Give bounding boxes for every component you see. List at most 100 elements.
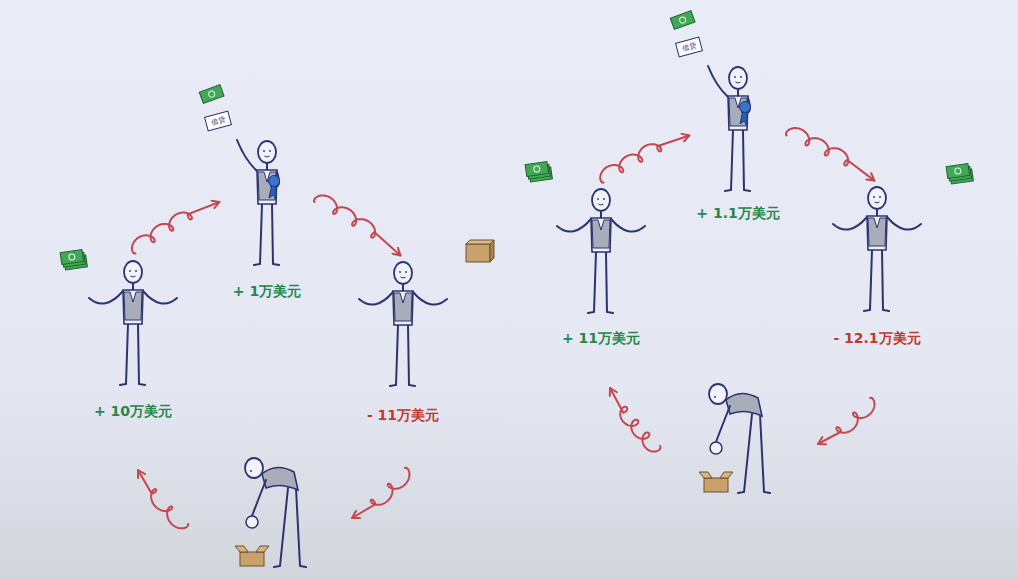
curly-arrow <box>138 470 188 528</box>
head <box>124 261 142 283</box>
head <box>394 262 412 284</box>
bill-mark <box>68 254 75 261</box>
arm <box>237 140 257 171</box>
torso <box>867 216 887 250</box>
stick-figure <box>89 261 177 385</box>
vest <box>868 218 886 246</box>
leg <box>138 324 145 385</box>
leg <box>864 250 872 311</box>
curly-arrow <box>600 135 689 182</box>
figure-node: + 1.1万美元 <box>692 62 784 222</box>
torso <box>393 291 413 325</box>
loan-paper <box>676 37 703 57</box>
mouth <box>736 82 741 83</box>
bending-figure <box>709 384 770 493</box>
neck <box>600 211 602 218</box>
torso <box>262 467 298 490</box>
eye <box>250 470 252 472</box>
figure-node: + 11万美元 <box>552 184 650 347</box>
box-side <box>490 240 494 262</box>
head <box>592 189 610 211</box>
bill <box>670 11 695 30</box>
vest <box>592 220 610 248</box>
stick-figure <box>833 187 921 311</box>
leg <box>120 324 128 385</box>
leg <box>606 252 613 313</box>
box-front <box>466 244 490 262</box>
money-stack <box>670 11 695 30</box>
curly-arrow <box>610 388 660 452</box>
box-body <box>704 478 728 492</box>
leg <box>738 414 752 493</box>
eye <box>873 196 875 198</box>
head <box>729 67 747 89</box>
amount-label: + 1万美元 <box>222 282 312 300</box>
eye <box>740 76 742 78</box>
arm <box>359 292 393 305</box>
eye <box>399 271 401 273</box>
curly-arrow <box>132 202 219 254</box>
curly-arrow <box>786 128 874 181</box>
money-stack <box>60 249 87 270</box>
stick-figure <box>359 262 447 386</box>
arm <box>413 292 447 305</box>
amount-label: + 11万美元 <box>552 329 650 347</box>
head <box>709 384 727 404</box>
bill <box>60 250 83 265</box>
leg <box>390 325 398 386</box>
arm <box>143 291 177 304</box>
box-top <box>466 240 494 244</box>
head <box>258 141 276 163</box>
ribbon-rosette <box>269 176 280 200</box>
bill <box>525 162 548 177</box>
box-flap <box>235 546 248 552</box>
mouth <box>131 276 136 277</box>
stick-figure <box>557 189 645 313</box>
arm <box>252 480 266 516</box>
ribbon-disc <box>740 102 751 113</box>
vest <box>124 292 142 320</box>
stick-figure <box>708 66 751 191</box>
mouth <box>875 202 880 203</box>
figure-node: - 11万美元 <box>350 257 456 424</box>
bill-mark <box>954 168 961 175</box>
bill <box>946 164 969 179</box>
loan-paper <box>205 111 232 131</box>
box-flap <box>699 472 712 478</box>
bill-mark <box>679 16 687 24</box>
neck <box>266 163 268 170</box>
curly-arrow <box>314 195 400 255</box>
leg <box>882 250 889 311</box>
bill-mark <box>208 90 216 98</box>
eye <box>405 271 407 273</box>
leg <box>254 204 262 265</box>
leg <box>588 252 596 313</box>
bending-figure <box>245 458 306 567</box>
leg <box>408 325 415 386</box>
neck <box>402 284 404 291</box>
arm <box>887 217 921 230</box>
open-box <box>699 472 733 492</box>
money-stack <box>199 85 224 104</box>
curly-arrow <box>352 468 409 518</box>
arm <box>716 406 730 442</box>
neck <box>132 283 134 290</box>
torso <box>591 218 611 252</box>
leg <box>743 130 750 191</box>
arm <box>611 219 645 232</box>
amount-label: + 10万美元 <box>80 402 186 420</box>
ribbon-disc <box>269 176 280 187</box>
stick-figure <box>237 140 280 265</box>
mouth <box>401 277 406 278</box>
arm <box>557 219 591 232</box>
money-stack <box>946 163 973 184</box>
mouth <box>599 204 604 205</box>
box-body <box>240 552 264 566</box>
eye <box>714 396 716 398</box>
bill <box>199 85 224 104</box>
mouth <box>265 156 270 157</box>
eye <box>603 198 605 200</box>
